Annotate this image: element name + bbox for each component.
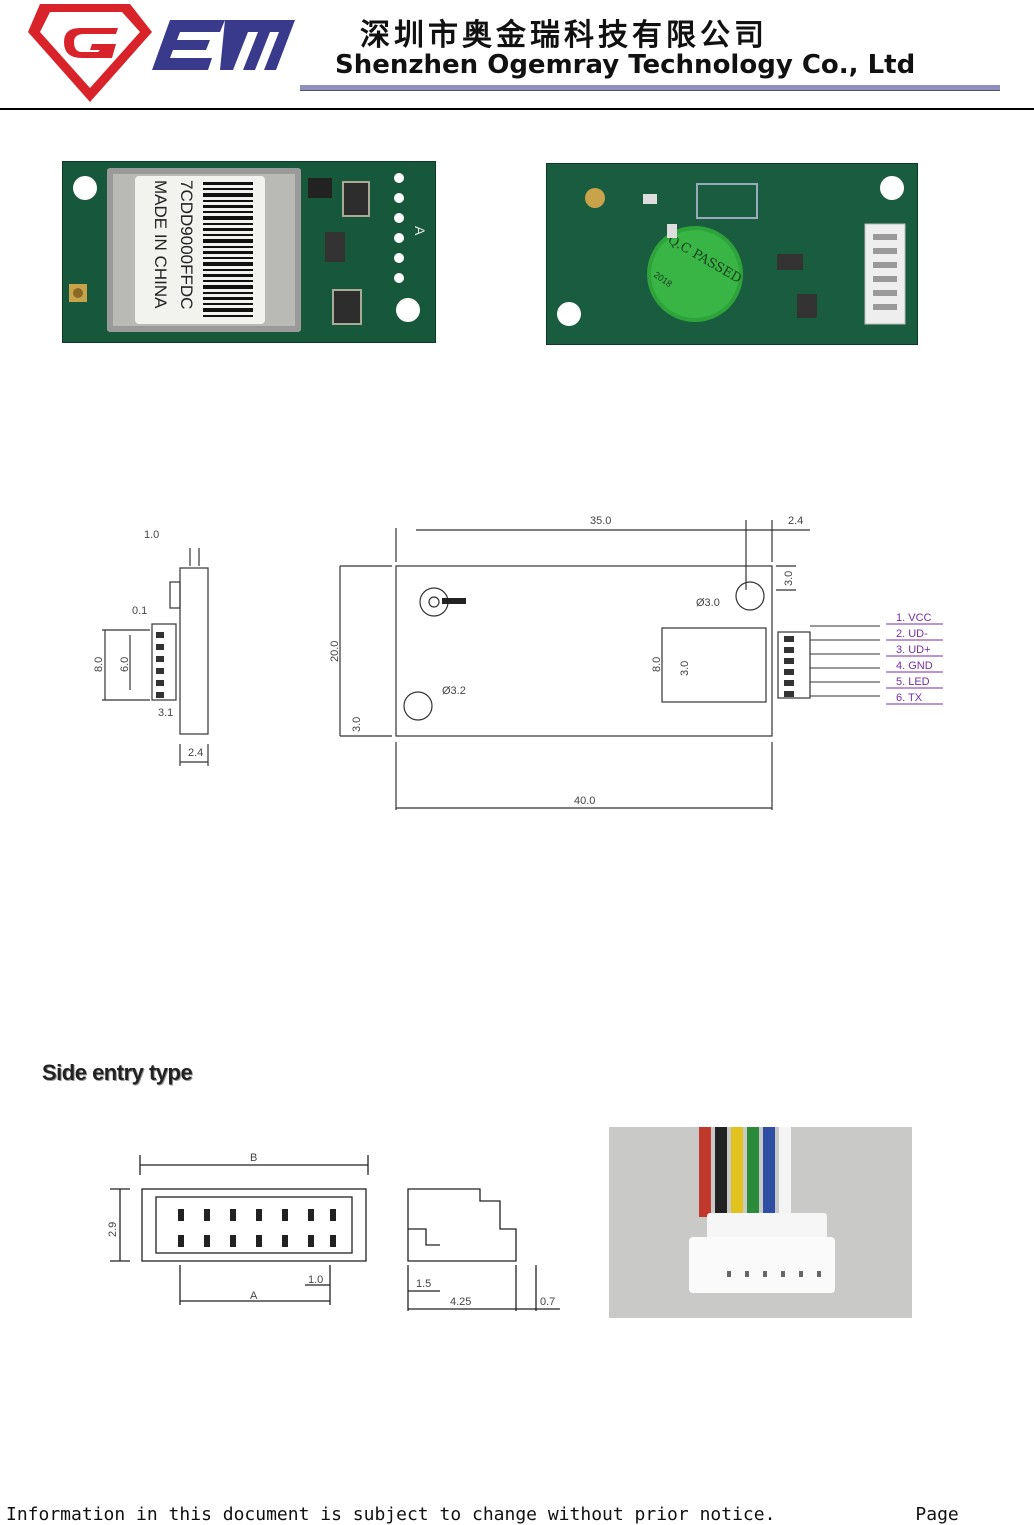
dim-side-5: 3.1 bbox=[158, 707, 173, 719]
module-back-photo: Q.C PASSED 2018 bbox=[546, 163, 918, 345]
module-dimension-drawing: 1.0 0.1 8.0 6.0 3.1 2.4 35.0 2.4 20.0 3.… bbox=[90, 510, 960, 850]
dim-side-3: 8.0 bbox=[93, 657, 105, 672]
dim-hole-top: Ø3.0 bbox=[696, 597, 720, 609]
dim-connector-height: 2.9 bbox=[107, 1222, 119, 1237]
title-underline bbox=[300, 85, 1000, 91]
dim-side-b: 4.25 bbox=[450, 1296, 471, 1308]
dim-offset-right: 2.4 bbox=[788, 515, 803, 527]
dim-conn-height: 8.0 bbox=[651, 657, 663, 672]
cable-connector-photo bbox=[609, 1127, 912, 1318]
dim-hole-bottom: Ø3.2 bbox=[442, 685, 466, 697]
dim-conn-pitch: 3.0 bbox=[679, 661, 691, 676]
dim-side-2: 0.1 bbox=[132, 605, 147, 617]
header-divider bbox=[0, 108, 1034, 110]
dim-length: 35.0 bbox=[590, 515, 611, 527]
pcb-mark: A bbox=[412, 226, 428, 236]
footer-page-label: Page bbox=[915, 1504, 959, 1525]
company-logo: GEM bbox=[20, 2, 300, 104]
label-code: 7CDD9000FFDC bbox=[177, 180, 196, 309]
module-front-photo: 7CDD9000FFDC MADE IN CHINA A bbox=[62, 161, 436, 343]
dim-b: B bbox=[250, 1152, 257, 1164]
company-name-cn: 深圳市奥金瑞科技有限公司 bbox=[360, 18, 768, 53]
dim-offset-bottom: 3.0 bbox=[351, 717, 363, 732]
company-name-en: Shenzhen Ogemray Technology Co., Ltd bbox=[335, 50, 916, 80]
pin-6-label: 6. TX bbox=[896, 692, 923, 704]
dim-side-6: 2.4 bbox=[188, 747, 203, 759]
pin-5-label: 5. LED bbox=[896, 676, 930, 688]
logo-text: GEM bbox=[140, 101, 145, 103]
dim-offset-top: 3.0 bbox=[783, 571, 795, 586]
dim-side-a: 1.5 bbox=[416, 1278, 431, 1290]
dim-overall-length: 40.0 bbox=[574, 795, 595, 807]
section-title: Side entry type bbox=[42, 1060, 193, 1085]
pin-1-label: 1. VCC bbox=[896, 612, 932, 624]
dim-height: 20.0 bbox=[329, 641, 341, 662]
footer-notice-text: Information in this document is subject … bbox=[6, 1504, 776, 1525]
dim-a: A bbox=[250, 1290, 258, 1302]
dim-side-1: 1.0 bbox=[144, 529, 159, 541]
dim-side-c: 0.7 bbox=[540, 1296, 555, 1308]
pin-3-label: 3. UD+ bbox=[896, 644, 931, 656]
connector-dimension-drawing: B 2.9 A 1.0 1.5 4.25 0.7 bbox=[100, 1145, 570, 1315]
dim-pitch: 1.0 bbox=[308, 1274, 323, 1286]
dim-side-4: 6.0 bbox=[119, 657, 131, 672]
pin-2-label: 2. UD- bbox=[896, 628, 928, 640]
pin-4-label: 4. GND bbox=[896, 660, 933, 672]
footer-notice: Information in this document is subject … bbox=[6, 1504, 959, 1525]
label-origin: MADE IN CHINA bbox=[151, 180, 170, 309]
